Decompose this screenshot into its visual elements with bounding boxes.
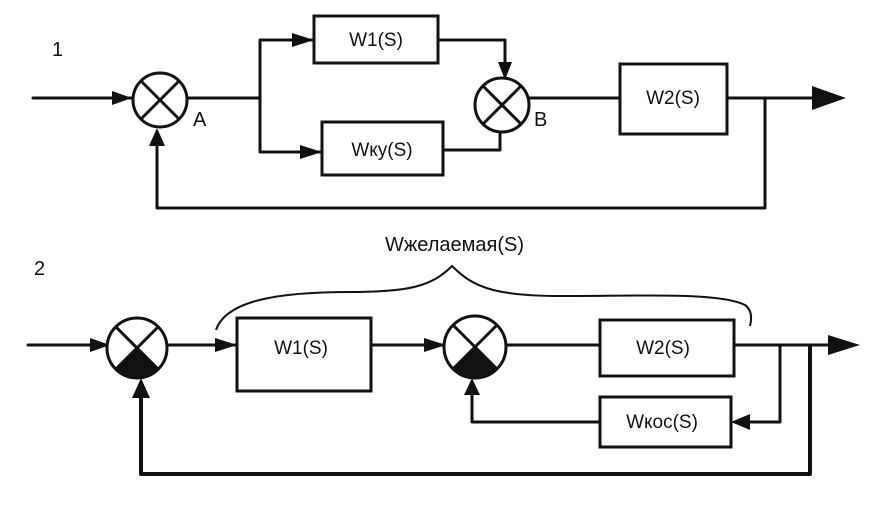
diagram-1: 1 A W1(S) Wку(S): [31, 14, 846, 210]
block-wku: [320, 120, 445, 177]
node-label-a: A: [193, 109, 207, 131]
arrow-icon: [90, 338, 110, 352]
feedback-line-2: [139, 345, 812, 476]
block-wku-label: Wку(S): [351, 140, 412, 161]
block-w1: [312, 14, 440, 65]
arrow-icon: [300, 145, 322, 159]
diagram-2-label: 2: [34, 258, 45, 280]
node-label-b: B: [534, 109, 547, 131]
arrow-icon: [112, 91, 132, 105]
summing-junction-a: [131, 71, 189, 129]
block-w2-2-label: W2(S): [636, 338, 690, 359]
arrow-icon: [292, 33, 314, 47]
arrow-icon: [498, 62, 512, 80]
arrow-icon: [731, 414, 750, 430]
diagram-1-label: 1: [52, 39, 63, 61]
block-w1-2-label: W1(S): [274, 338, 328, 359]
summing-junction-2a: [105, 316, 169, 380]
line-split-to-w1: [258, 38, 314, 100]
block-wkos: [598, 395, 733, 449]
feedback-line-1: [155, 96, 767, 210]
line-wkos-to-s2: [470, 386, 602, 424]
arrow-icon: [215, 338, 237, 352]
arrow-icon: [464, 378, 480, 395]
line-split-to-wku: [258, 96, 322, 154]
block-wkos-label: Wкос(S): [626, 412, 698, 433]
summer-filled-quadrant: [116, 348, 158, 378]
diagram-2: 2 Wжелаемая(S) W1(S): [26, 234, 860, 476]
arrow-icon: [132, 378, 150, 398]
block-w2-label: W2(S): [646, 88, 700, 109]
local-feedback-line: [733, 343, 782, 424]
arrow-icon: [424, 338, 446, 352]
arrow-icon: [149, 128, 165, 146]
block-w2-2: [598, 318, 736, 378]
arrow-icon: [828, 335, 860, 355]
line-wku-to-b: [441, 130, 502, 152]
summer-filled-quadrant: [453, 347, 497, 379]
brace-label: Wжелаемая(S): [385, 234, 524, 256]
block-w1-label: W1(S): [349, 30, 403, 51]
summing-junction-b: [473, 76, 531, 134]
summing-junction-2b: [442, 314, 508, 380]
arrow-icon: [812, 86, 846, 110]
block-w1-2: [235, 316, 373, 393]
brace: [215, 264, 753, 331]
line-w1-to-b: [436, 38, 507, 74]
